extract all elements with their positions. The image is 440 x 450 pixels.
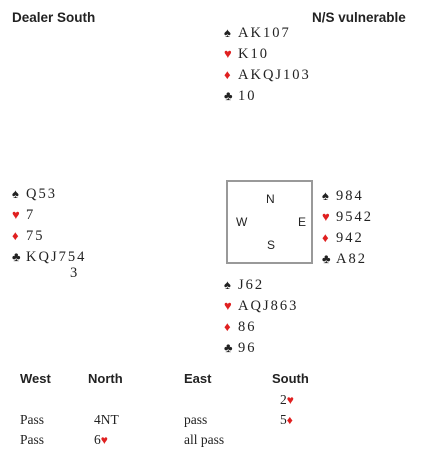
south-hearts: ♥ AQJ863 xyxy=(224,295,298,316)
east-spades: ♠ 984 xyxy=(322,185,373,206)
west-spade-cards: Q53 xyxy=(26,186,57,202)
compass-east: E xyxy=(298,215,307,229)
north-clubs: ♣ 10 xyxy=(224,85,311,106)
club-icon: ♣ xyxy=(322,251,331,266)
south-spades: ♠ J62 xyxy=(224,274,298,295)
west-club-cards: KQJ754 xyxy=(26,249,87,265)
spade-icon: ♠ xyxy=(224,277,231,292)
north-heart-cards: K10 xyxy=(238,46,269,62)
north-spade-cards: AK107 xyxy=(238,25,291,41)
auction-header-west: West xyxy=(20,371,51,386)
south-hand: ♠ J62 ♥ AQJ863 ♦ 86 ♣ 96 xyxy=(224,274,298,358)
auction-col-west: West Pass Pass xyxy=(20,368,80,450)
auction-bid: pass xyxy=(184,412,208,427)
east-heart-cards: 9542 xyxy=(336,209,373,225)
auction-bid: 2♥ xyxy=(272,390,332,410)
east-clubs: ♣ A82 xyxy=(322,248,373,269)
diamond-icon: ♦ xyxy=(224,67,231,82)
auction-col-south: South 2♥ 5♦ xyxy=(272,368,332,430)
auction-header-east: East xyxy=(184,371,212,386)
north-hearts: ♥ K10 xyxy=(224,43,311,64)
vulnerability-label: N/S vulnerable xyxy=(312,10,406,25)
north-hand: ♠ AK107 ♥ K10 ♦ AKQJ103 ♣ 10 xyxy=(224,22,311,106)
auction-header-south: South xyxy=(272,371,309,386)
auction-col-north: North 4NT 6♥ xyxy=(88,368,148,450)
heart-icon: ♥ xyxy=(12,207,20,222)
auction-header-north: North xyxy=(88,371,123,386)
south-heart-cards: AQJ863 xyxy=(238,298,299,314)
east-diamonds: ♦ 942 xyxy=(322,227,373,248)
north-club-cards: 10 xyxy=(238,88,257,104)
south-diamonds: ♦ 86 xyxy=(224,316,298,337)
auction-col-east: East pass all pass xyxy=(184,368,244,450)
dealer-label: Dealer South xyxy=(12,10,96,25)
auction-bid: all pass xyxy=(184,432,225,447)
club-icon: ♣ xyxy=(224,88,233,103)
east-hearts: ♥ 9542 xyxy=(322,206,373,227)
auction-bid: Pass xyxy=(20,412,45,427)
west-hearts: ♥7 xyxy=(12,204,86,225)
compass-south: S xyxy=(267,238,276,252)
east-club-cards: A82 xyxy=(336,251,367,267)
heart-icon: ♥ xyxy=(322,209,330,224)
heart-icon: ♥ xyxy=(100,433,108,447)
club-icon: ♣ xyxy=(12,249,21,264)
east-spade-cards: 984 xyxy=(336,188,364,204)
south-clubs: ♣ 96 xyxy=(224,337,298,358)
club-icon: ♣ xyxy=(224,340,233,355)
auction-bid: Pass xyxy=(20,432,45,447)
east-hand: ♠ 984 ♥ 9542 ♦ 942 ♣ A82 xyxy=(322,185,373,269)
auction-bid: 4NT xyxy=(94,412,119,427)
heart-icon: ♥ xyxy=(286,393,294,407)
heart-icon: ♥ xyxy=(224,46,232,61)
north-spades: ♠ AK107 xyxy=(224,22,311,43)
spade-icon: ♠ xyxy=(322,188,329,203)
south-club-cards: 96 xyxy=(238,340,257,356)
compass-box: N W E S xyxy=(226,180,313,264)
spade-icon: ♠ xyxy=(224,25,231,40)
diamond-icon: ♦ xyxy=(12,228,19,243)
diamond-icon: ♦ xyxy=(322,230,329,245)
west-spades: ♠ Q53 xyxy=(12,183,86,204)
west-heart-cards: 7 xyxy=(26,207,36,223)
east-diamond-cards: 942 xyxy=(336,230,364,246)
auction-bid: 6♥ xyxy=(88,430,148,450)
heart-icon: ♥ xyxy=(224,298,232,313)
south-spade-cards: J62 xyxy=(238,277,265,293)
diamond-icon: ♦ xyxy=(286,413,293,427)
compass-west: W xyxy=(236,215,248,229)
west-diamond-cards: 75 xyxy=(26,228,45,244)
west-clubs: ♣ KQJ754 xyxy=(12,246,86,267)
auction-bid xyxy=(184,390,244,410)
auction-bid xyxy=(20,390,80,410)
west-diamonds: ♦ 75 xyxy=(12,225,86,246)
auction-bid xyxy=(88,390,148,410)
north-diamond-cards: AKQJ103 xyxy=(238,67,311,83)
south-diamond-cards: 86 xyxy=(238,319,257,335)
auction-bid: 5♦ xyxy=(272,410,332,430)
spade-icon: ♠ xyxy=(12,186,19,201)
diamond-icon: ♦ xyxy=(224,319,231,334)
compass-north: N xyxy=(266,192,275,206)
north-diamonds: ♦ AKQJ103 xyxy=(224,64,311,85)
west-hand: ♠Q53 ♥7 ♦75 ♣KQJ754 3 xyxy=(12,183,86,284)
west-club-overflow: 3 xyxy=(70,265,80,281)
